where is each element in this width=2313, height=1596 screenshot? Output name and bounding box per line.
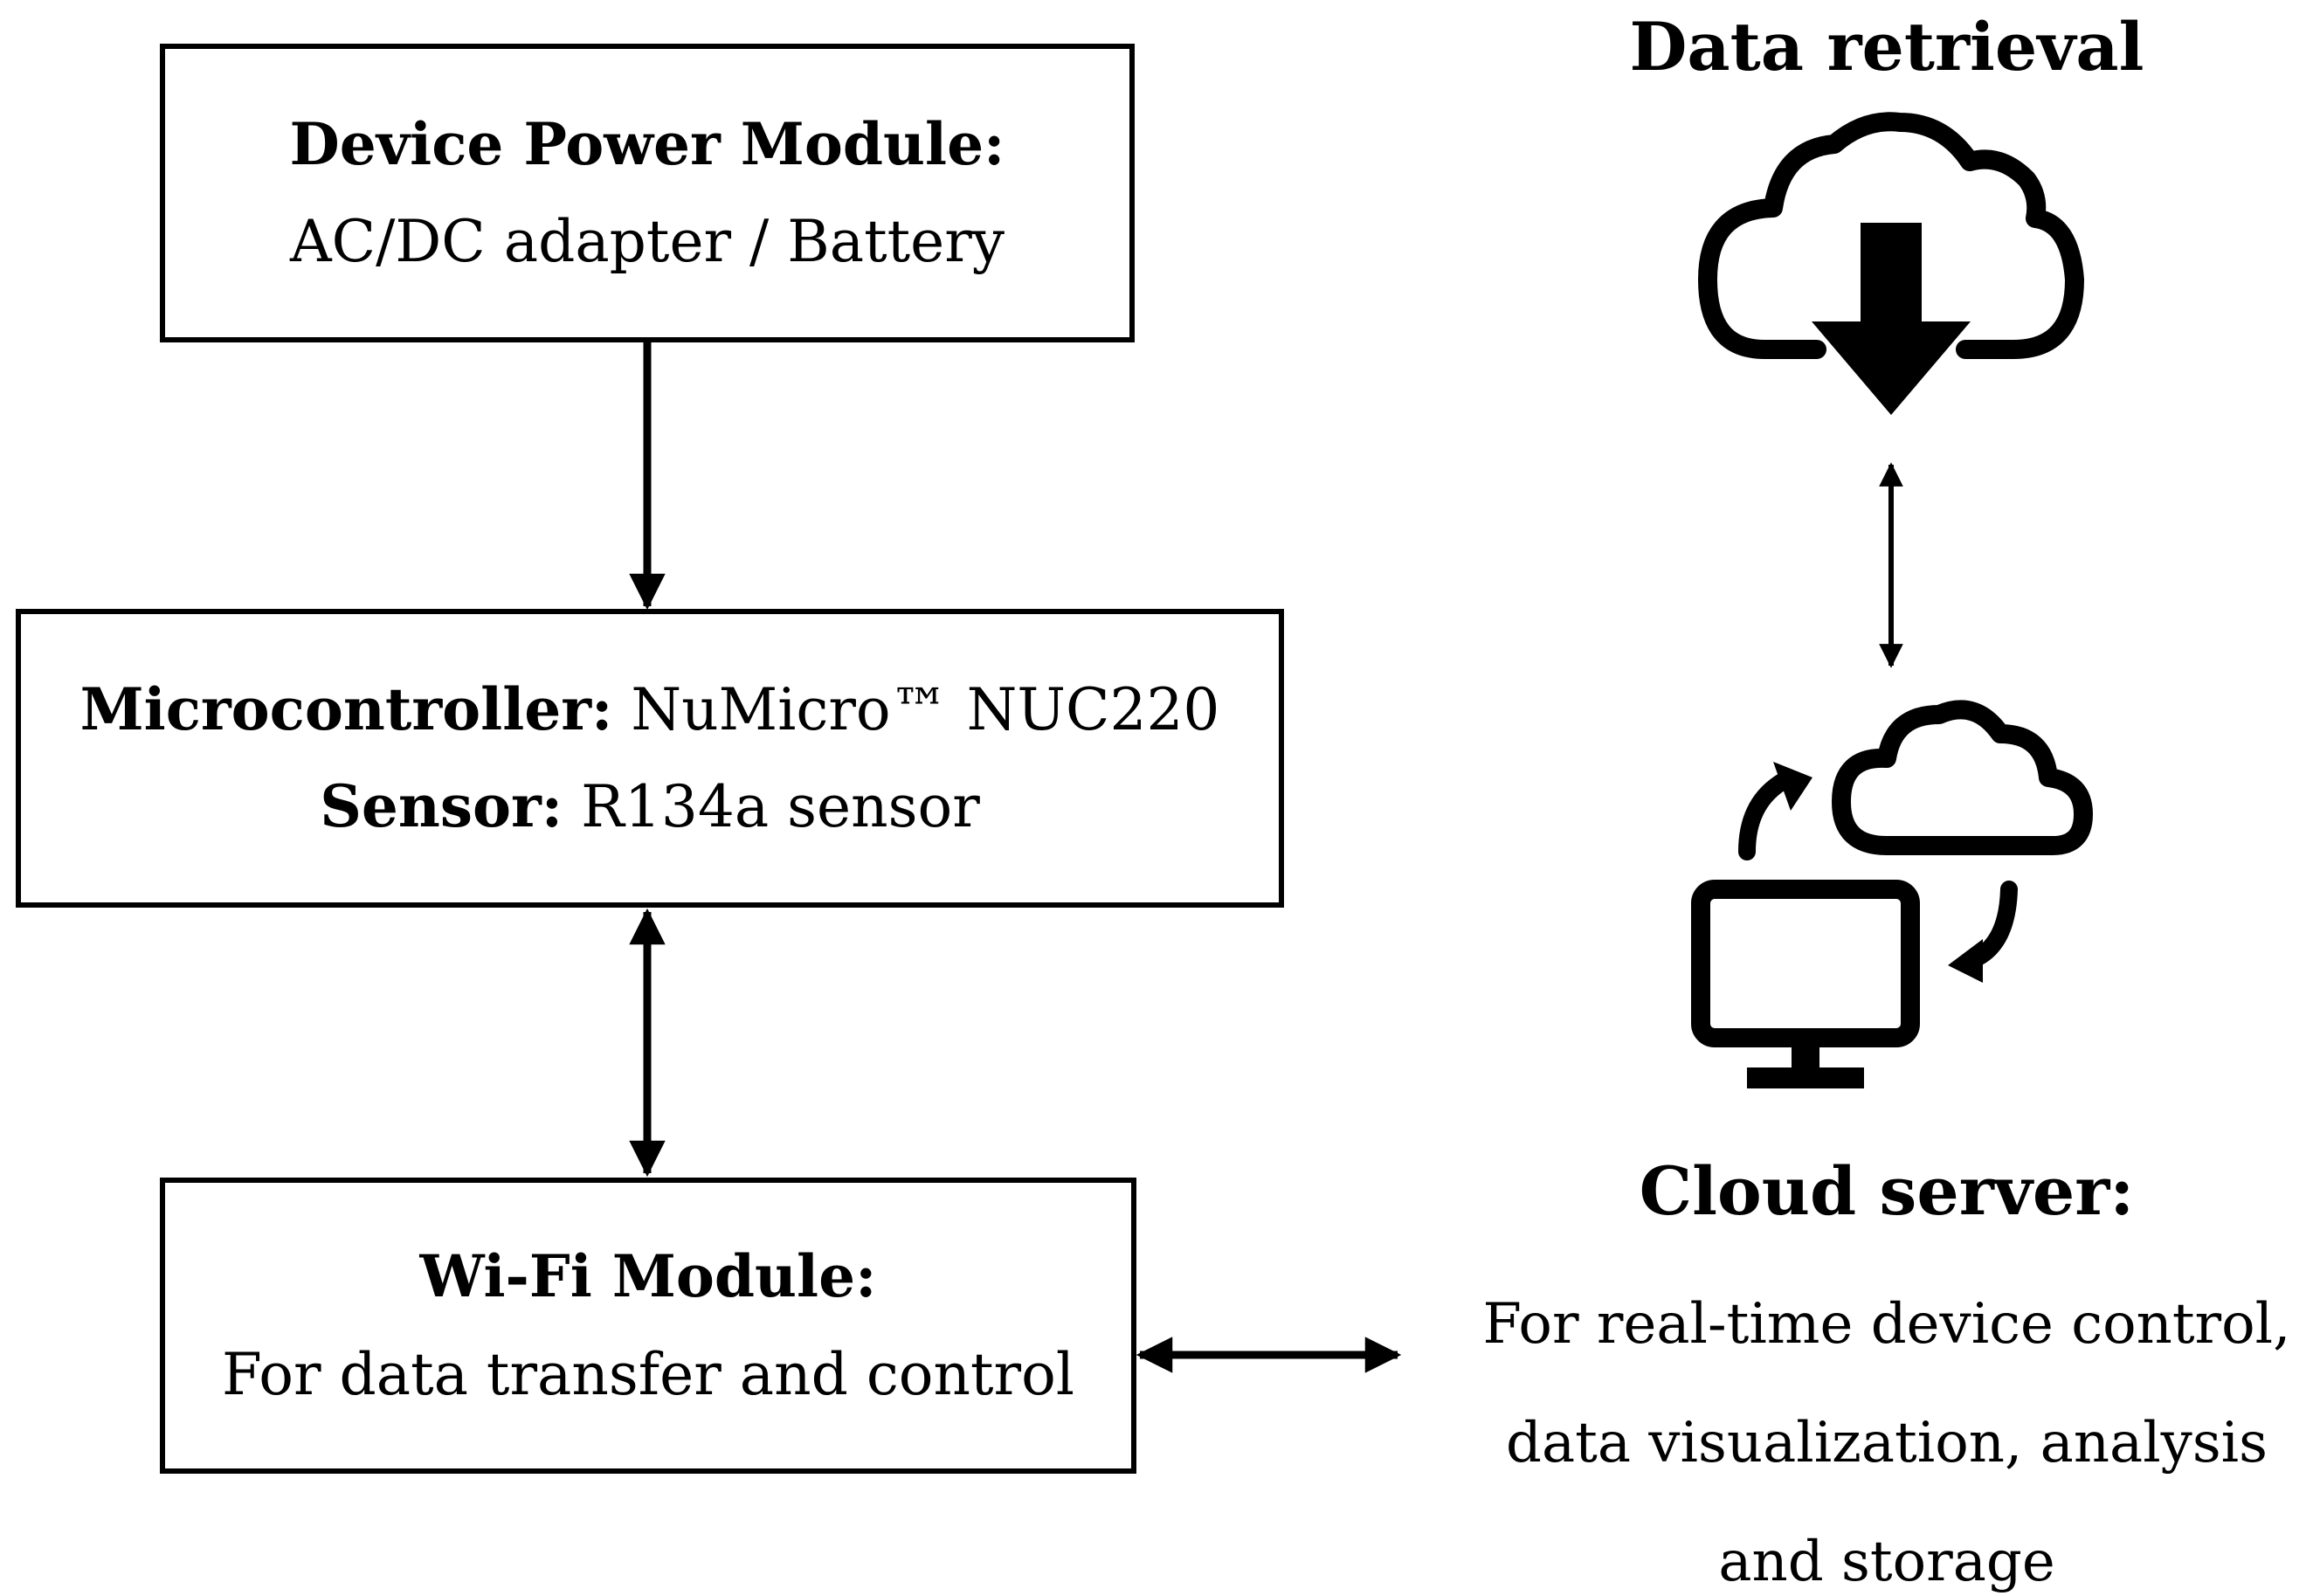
power-module-detail: AC/DC adapter / Battery <box>289 208 1005 275</box>
device-power-module-box: Device Power Module: AC/DC adapter / Bat… <box>160 44 1135 342</box>
microcontroller-box: Microcontroller: NuMicro™ NUC220 Sensor:… <box>16 609 1284 908</box>
microcontroller-value: NuMicro™ NUC220 <box>631 675 1220 743</box>
cloud-server-description: For real-time device control, data visua… <box>1406 1265 2313 1596</box>
cloud-download-icon <box>1698 112 2084 415</box>
cloud-server-description-line-2: data visualization, analysis <box>1506 1411 2268 1475</box>
cloud-computer-sync-icon <box>1691 700 2093 1088</box>
microcontroller-label: Microcontroller: <box>79 674 613 743</box>
microcontroller-line: Microcontroller: NuMicro™ NUC220 <box>80 675 1220 744</box>
wifi-module-title: Wi-Fi Module: <box>419 1242 877 1311</box>
cloud-server-title: Cloud server: <box>1639 1152 2135 1230</box>
wifi-module-box: Wi-Fi Module: For data transfer and cont… <box>160 1178 1136 1474</box>
cloud-server-description-line-3: and storage <box>1718 1530 2055 1594</box>
sensor-line: Sensor: R134a sensor <box>320 772 980 841</box>
wifi-module-detail: For data transfer and control <box>222 1340 1074 1408</box>
cloud-server-description-line-1: For real-time device control, <box>1482 1292 2291 1357</box>
data-retrieval-title: Data retrieval <box>1629 8 2144 86</box>
sensor-value: R134a sensor <box>581 773 980 840</box>
sensor-label: Sensor: <box>320 772 563 840</box>
power-module-title: Device Power Module: <box>289 109 1005 178</box>
